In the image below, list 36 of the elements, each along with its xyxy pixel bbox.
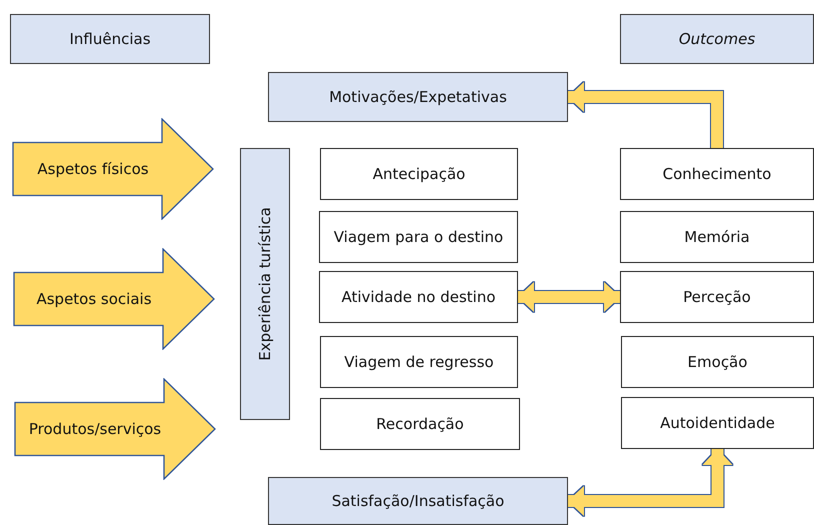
box-label: Atividade no destino: [341, 288, 496, 306]
header-box: [268, 477, 568, 525]
banner-label: Produtos/serviços: [28, 420, 162, 438]
process-box: [620, 211, 814, 263]
process-box: [620, 271, 814, 323]
box-label: Motivações/Expetativas: [329, 88, 507, 106]
box-label: Antecipação: [372, 165, 466, 183]
box-label: Viagem de regresso: [344, 353, 494, 371]
box-label: Emoção: [688, 353, 748, 371]
box-label: Recordação: [376, 415, 464, 433]
process-box: [320, 336, 518, 388]
process-bar: [240, 148, 290, 420]
box-label: Memória: [684, 228, 750, 246]
box-label: Influências: [69, 30, 151, 48]
process-box: [320, 148, 518, 200]
block-connector-arrow: [568, 82, 723, 148]
banner-label: Aspetos sociais: [36, 290, 152, 308]
box-label: Experiência turística: [256, 207, 274, 361]
block-connector-arrow: [568, 449, 732, 516]
process-box: [320, 398, 520, 450]
header-box: [620, 14, 814, 64]
header-box: [268, 72, 568, 122]
box-label: Conhecimento: [662, 165, 772, 183]
box-label: Viagem para o destino: [334, 228, 504, 246]
process-box: [319, 271, 518, 323]
box-label: Satisfação/Insatisfação: [332, 492, 504, 510]
box-label: Outcomes: [678, 30, 756, 48]
process-box: [620, 148, 814, 200]
process-box: [621, 397, 814, 449]
process-box: [621, 336, 814, 388]
banner-label: Aspetos físicos: [37, 160, 149, 178]
box-label: Autoidentidade: [660, 414, 775, 432]
box-label: Perceção: [683, 288, 751, 306]
process-box: [319, 211, 518, 263]
block-connector-arrow: [518, 282, 620, 312]
header-box: [10, 14, 210, 64]
